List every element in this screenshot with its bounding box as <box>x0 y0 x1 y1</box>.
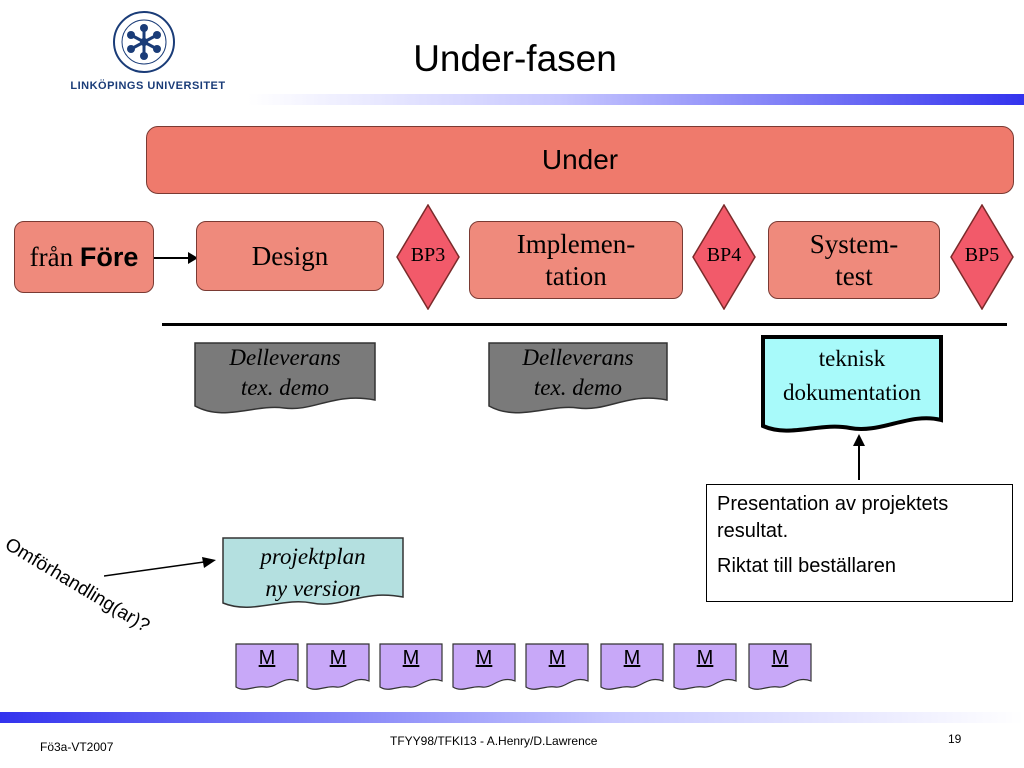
logo-emblem-icon <box>113 11 175 73</box>
arrow-to-design-icon <box>154 252 198 264</box>
meeting-document-8[interactable]: M <box>748 643 812 691</box>
university-logo: LINKÖPINGS UNIVERSITET <box>48 10 248 94</box>
meeting-document-5[interactable]: M <box>525 643 589 691</box>
document-shape-icon <box>761 335 943 433</box>
diamond-icon <box>396 203 460 311</box>
renegotiation-label: Omförhandling(ar)? <box>1 534 154 637</box>
document-shape-icon <box>235 643 299 690</box>
logo-text: LINKÖPINGS UNIVERSITET <box>70 80 226 92</box>
document-shape-icon <box>379 643 443 690</box>
meeting-document-2[interactable]: M <box>306 643 370 691</box>
document-shape-icon <box>306 643 370 690</box>
meeting-document-1[interactable]: M <box>235 643 299 691</box>
meeting-document-3[interactable]: M <box>379 643 443 691</box>
document-shape-icon <box>222 537 404 608</box>
projectplan-document: projektplan ny version <box>222 537 404 611</box>
page-title: Under-fasen <box>413 38 617 79</box>
diamond-icon <box>950 203 1014 311</box>
phase-implementation: Implemen- tation <box>469 221 683 299</box>
phase-system-test: System- test <box>768 221 940 299</box>
technical-documentation: teknisk dokumentation <box>760 334 944 438</box>
meeting-document-6[interactable]: M <box>600 643 664 691</box>
document-shape-icon <box>194 342 376 414</box>
deliverable-document-2: Delleverans tex. demo <box>488 342 668 416</box>
phase-design: Design <box>196 221 384 291</box>
header-gradient-bar <box>248 94 1024 105</box>
footer-left: Fö3a-VT2007 <box>40 740 114 754</box>
from-before-box: från Före <box>14 221 154 293</box>
from-bold: Före <box>79 241 139 272</box>
document-shape-icon <box>673 643 737 690</box>
document-shape-icon <box>452 643 516 690</box>
document-shape-icon <box>488 342 668 414</box>
diamond-icon <box>692 203 756 311</box>
phase-bar-under: Under <box>146 126 1014 194</box>
breakpoint-bp3: BP3 <box>396 203 460 311</box>
meeting-document-7[interactable]: M <box>673 643 737 691</box>
footer-gradient-bar <box>0 712 1024 723</box>
from-prefix: från <box>29 241 74 272</box>
arrow-to-projectplan-icon <box>104 557 216 577</box>
document-shape-icon <box>600 643 664 690</box>
breakpoint-bp5: BP5 <box>950 203 1014 311</box>
presentation-note: Presentation av projektets resultat. Rik… <box>706 484 1013 602</box>
breakpoint-bp4: BP4 <box>692 203 756 311</box>
timeline-divider <box>162 323 1007 326</box>
document-shape-icon <box>748 643 812 690</box>
page-number: 19 <box>948 732 962 746</box>
arrow-up-icon <box>853 434 865 480</box>
footer-center: TFYY98/TFKI13 - A.Henry/D.Lawrence <box>390 734 598 748</box>
deliverable-document-1: Delleverans tex. demo <box>194 342 376 416</box>
document-shape-icon <box>525 643 589 690</box>
meeting-document-4[interactable]: M <box>452 643 516 691</box>
